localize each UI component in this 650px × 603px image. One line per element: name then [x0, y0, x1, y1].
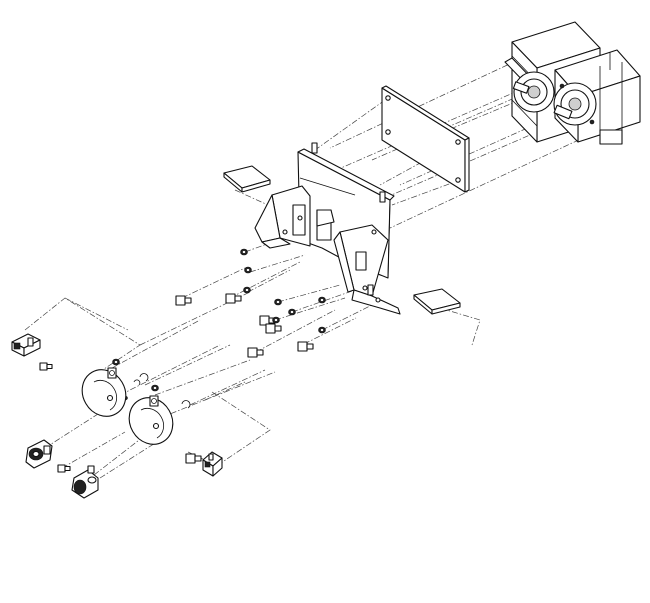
encoder-disk-left	[81, 367, 127, 417]
e-clips	[133, 373, 191, 409]
screw-icon	[247, 347, 264, 358]
screw-icon	[57, 464, 71, 473]
screw-icon	[175, 295, 192, 306]
washer-icon	[318, 296, 326, 304]
encoder-disk-right	[128, 395, 174, 445]
assembly-guide-lines	[24, 59, 601, 483]
optical-sensor-right	[202, 451, 223, 477]
e-clip-icon	[133, 379, 141, 386]
screws	[39, 293, 314, 473]
washer-icon	[151, 384, 159, 392]
washer-icon	[288, 308, 296, 316]
motor-mounting-plate	[381, 85, 470, 193]
e-clip-icon	[181, 400, 191, 409]
washer-icon	[112, 358, 120, 366]
knob-left	[25, 439, 53, 469]
washer-icon	[244, 266, 252, 274]
washers	[112, 248, 326, 419]
washer-icon	[272, 316, 280, 324]
washer-icon	[243, 286, 251, 294]
rubber-pad-right	[413, 288, 461, 315]
knob-right	[71, 465, 99, 499]
washer-icon	[240, 248, 248, 256]
screw-icon	[185, 453, 202, 464]
screw-icon	[265, 323, 282, 334]
stepper-motor-front	[553, 49, 641, 145]
optical-sensor-left	[11, 333, 41, 357]
screw-icon	[225, 293, 242, 304]
rubber-pad-top	[223, 165, 271, 193]
screw-icon	[297, 341, 314, 352]
washer-icon	[274, 298, 282, 306]
e-clip-icon	[139, 373, 149, 382]
bracket-frame	[254, 142, 401, 315]
washer-icon	[318, 326, 326, 334]
screw-icon	[39, 362, 53, 371]
